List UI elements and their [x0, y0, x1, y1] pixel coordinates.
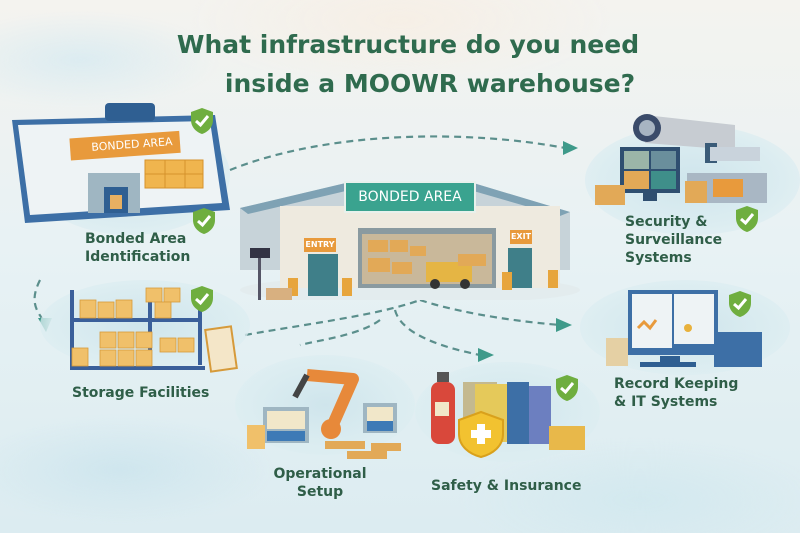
check-shield-icon: [191, 108, 213, 134]
title-line-2: inside a MOOWR warehouse?: [224, 69, 636, 98]
section-record-keeping: Record Keeping & IT Systems: [580, 280, 800, 420]
section-operational-setup: Operational Setup: [235, 355, 415, 505]
robot-arm-icon: [247, 369, 401, 459]
bonded-area-sign-text: BONDED AREA: [358, 189, 462, 205]
rack-icon: [70, 287, 238, 373]
label-safety-insurance: Safety & Insurance: [431, 478, 582, 494]
check-shield-icon: [736, 206, 758, 232]
check-shield-icon: [191, 286, 213, 312]
title-line-1: What infrastructure do you need: [176, 30, 640, 59]
check-shield-icon: [193, 208, 215, 234]
central-warehouse: BONDED AREA ENTRY EXIT: [240, 150, 580, 300]
fire-extinguisher-icon: [431, 372, 585, 459]
label-operational-setup: Operational Setup: [273, 466, 367, 500]
section-bonded-area-identification: BONDED AREA Bonded Area Identification: [0, 95, 240, 270]
label-record-keeping: Record Keeping & IT Systems: [614, 376, 739, 410]
label-security-surveillance: Security & Surveillance Systems: [625, 214, 723, 266]
warehouse-illustration: [240, 181, 580, 300]
computer-icon: [606, 290, 762, 367]
label-storage-facilities: Storage Facilities: [72, 385, 210, 401]
section-storage-facilities: Storage Facilities: [40, 280, 260, 410]
check-shield-icon: [729, 291, 751, 317]
check-shield-icon: [556, 375, 578, 401]
entry-sign-text: ENTRY: [305, 240, 335, 249]
exit-sign-text: EXIT: [510, 232, 532, 241]
cctv-camera-icon: [595, 114, 767, 205]
label-bonded-area-identification: Bonded Area Identification: [85, 231, 191, 265]
section-security-surveillance: Security & Surveillance Systems: [575, 95, 800, 270]
section-safety-insurance: Safety & Insurance: [415, 362, 600, 502]
clipboard-icon: [12, 103, 230, 223]
